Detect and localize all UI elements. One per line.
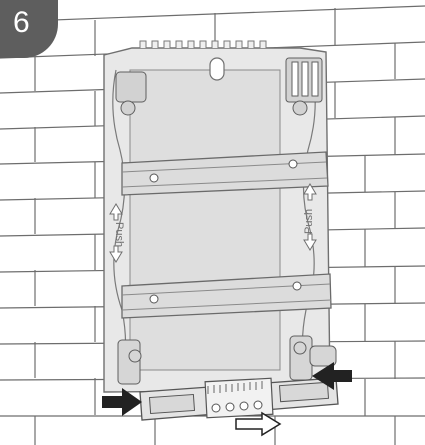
din-rail-upper [121, 151, 329, 196]
push-direction-arrow-icon [303, 183, 317, 201]
bottom-terminal-block [139, 377, 339, 421]
push-direction-arrow-icon [109, 203, 123, 221]
push-label-right: Push [303, 209, 315, 234]
push-label-left: Push [113, 222, 125, 247]
din-rail-lower [121, 273, 332, 319]
screw-icon [292, 281, 302, 291]
push-indicator-right: Push [303, 183, 317, 251]
screw-icon [288, 159, 298, 169]
press-arrow-icon [312, 362, 352, 390]
step-number: 6 [13, 6, 30, 39]
press-arrow-icon [102, 388, 142, 416]
push-direction-arrow-icon [109, 245, 123, 263]
hanging-slot [209, 57, 225, 81]
push-direction-arrow-icon [303, 233, 317, 251]
screw-icon [149, 173, 159, 183]
screw-icon [149, 294, 159, 304]
push-indicator-left: Push [109, 203, 125, 263]
pull-arrow-icon [235, 411, 282, 437]
